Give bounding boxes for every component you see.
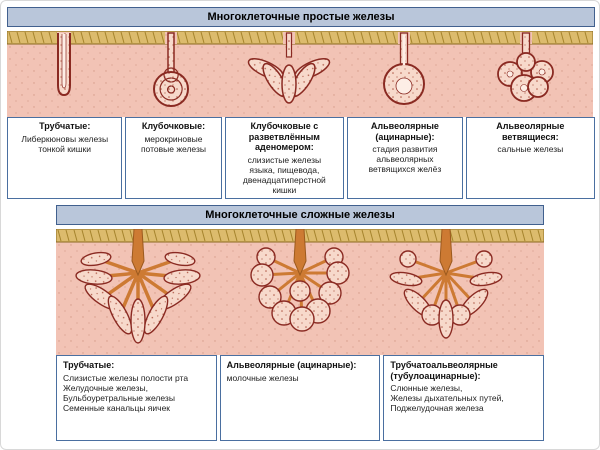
label-alveolar-branched: Альвеолярные ветвящиеся: сальные железы — [465, 117, 596, 199]
label-title: Альвеолярные ветвящиеся: — [496, 121, 565, 142]
label-complex-tubuloalveolar: Трубчатоальвеолярные (тубулоацинарные): … — [383, 354, 545, 441]
label-simple-tubular: Трубчатые: Либеркюновы железы тонкой киш… — [7, 117, 123, 199]
label-body: стадия развития альвеолярных ветвящихся … — [368, 144, 442, 175]
complex-glands-section: Многоклеточные сложные железы — [55, 204, 545, 441]
section-title: Многоклеточные простые железы — [207, 11, 395, 23]
simple-glands-illustration-band — [6, 30, 595, 117]
label-title: Клубочковые с разветвлённым аденомером: — [248, 121, 320, 153]
label-body: Либеркюновы железы тонкой кишки — [21, 133, 109, 154]
complex-glands-header: Многоклеточные сложные железы — [56, 204, 544, 225]
simple-glands-labels-row: Трубчатые: Либеркюновы железы тонкой киш… — [7, 117, 596, 199]
simple-glands-illustration — [6, 30, 594, 117]
simple-glands-header: Многоклеточные простые железы — [7, 7, 595, 27]
label-body: молочные железы — [226, 372, 299, 383]
label-title: Альвеолярные (ацинарные): — [370, 121, 439, 142]
label-title: Клубочковые: — [141, 121, 206, 131]
label-alveolar: Альвеолярные (ацинарные): стадия развити… — [347, 117, 463, 199]
label-coiled-branched: Клубочковые с разветвлённым аденомером: … — [224, 117, 345, 199]
simple-tubular-gland-icon — [57, 32, 71, 97]
alveolar-gland-icon — [383, 32, 425, 105]
alveolar-branched-gland-icon — [497, 32, 554, 102]
section-title: Многоклеточные сложные железы — [205, 208, 395, 221]
complex-alveolar-gland-icon — [250, 228, 350, 332]
complex-tubular-gland-icon — [75, 228, 201, 344]
simple-glands-section: Многоклеточные простые железы — [6, 7, 596, 199]
label-title: Трубчатые: — [39, 121, 91, 131]
label-body: Слизистые железы полости рта Желудочные … — [63, 372, 189, 413]
complex-glands-illustration — [55, 228, 545, 355]
complex-glands-labels-row: Трубчатые: Слизистые железы полости рта … — [56, 354, 545, 441]
label-body: сальные железы — [497, 144, 564, 155]
label-complex-tubular: Трубчатые: Слизистые железы полости рта … — [56, 354, 217, 441]
label-body: мерокриновые потовые железы — [140, 133, 206, 154]
coiled-gland-icon — [153, 32, 189, 107]
label-title: Альвеолярные (ацинарные): — [226, 359, 357, 370]
label-body: слизистые железы языка, пищевода, двенад… — [242, 154, 326, 195]
label-title: Трубчатые: — [63, 359, 115, 370]
label-title: Трубчатоальвеолярные (тубулоацинарные): — [390, 359, 498, 381]
complex-tubuloalveolar-gland-icon — [389, 228, 503, 339]
complex-glands-illustration-band — [55, 228, 545, 355]
label-body: Слюнные железы, Железы дыхательных путей… — [390, 383, 504, 414]
label-complex-alveolar: Альвеолярные (ацинарные): молочные желез… — [219, 354, 381, 441]
label-coiled: Клубочковые: мерокриновые потовые железы — [125, 117, 222, 199]
coiled-branched-gland-icon — [247, 32, 331, 104]
